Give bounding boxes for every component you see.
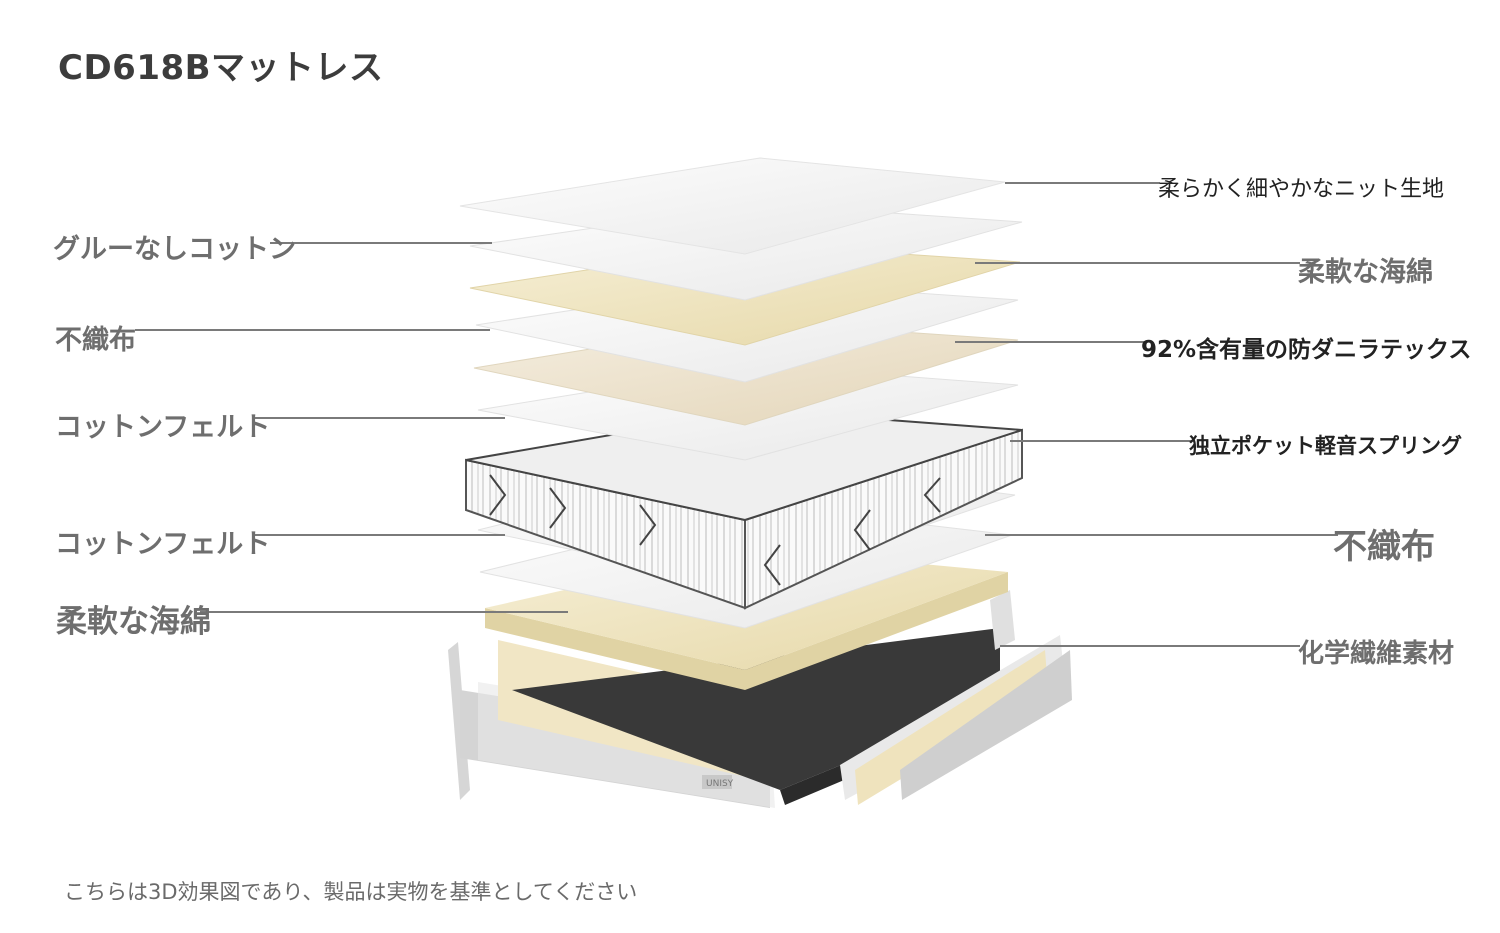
spring-unit (465, 408, 1023, 610)
base-frame: UNISY (448, 590, 1072, 808)
leader-lines (135, 182, 1338, 647)
label-cotton-felt-lower: コットンフェルト (55, 529, 271, 560)
label-latex: 92%含有量の防ダニラテックス (1141, 337, 1472, 363)
page-title: CD618Bマットレス (58, 48, 384, 88)
label-nonwoven-right: 不織布 (1333, 527, 1435, 567)
label-knit-fabric: 柔らかく細やかなニット生地 (1158, 177, 1445, 202)
label-cotton-felt-upper: コットンフェルト (55, 412, 271, 443)
label-fiber: 化学繊維素材 (1298, 639, 1455, 669)
label-spring: 独立ポケット軽音スプリング (1189, 434, 1462, 458)
label-sponge-right: 柔軟な海綿 (1298, 257, 1433, 288)
label-sponge-left: 柔軟な海綿 (56, 604, 211, 640)
disclaimer-note: こちらは3D効果図であり、製品は実物を基準としてください (64, 880, 638, 904)
label-glueless-cotton: グルーなしコットン (53, 234, 296, 265)
brand-tag (702, 775, 732, 789)
label-nonwoven-left: 不織布 (55, 325, 136, 356)
brand-tag-text: UNISY (706, 779, 734, 789)
